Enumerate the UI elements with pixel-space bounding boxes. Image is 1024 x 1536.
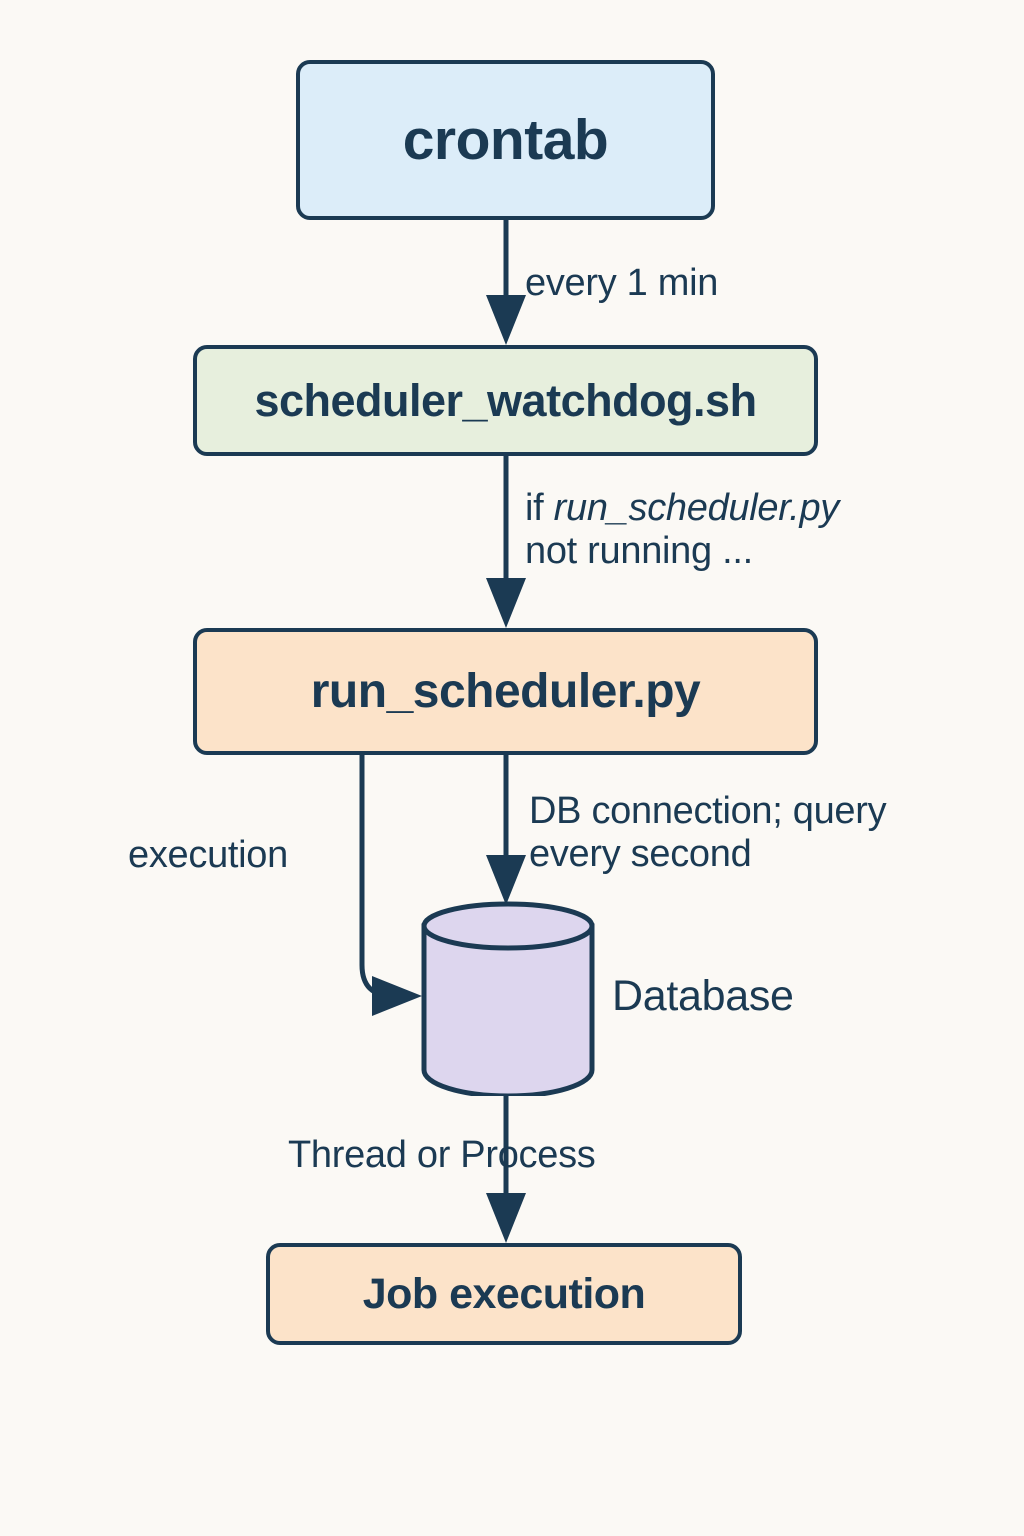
edge-label-every-1-min: every 1 min [525,262,719,304]
cylinder-top-ellipse [421,901,595,951]
node-label-database: Database [612,972,794,1020]
edge-runscheduler-to-database-execution [359,755,422,1016]
edge-label-if-script-name: run_scheduler.py [553,487,840,529]
database-cylinder [418,900,598,1099]
node-run-scheduler[interactable]: run_scheduler.py [193,628,818,755]
node-crontab[interactable]: crontab [296,60,715,220]
cylinder-body [421,923,595,1099]
node-job-execution[interactable]: Job execution [266,1243,742,1345]
node-scheduler-watchdog[interactable]: scheduler_watchdog.sh [193,345,818,456]
edge-label-thread-or-process: Thread or Process [288,1134,596,1176]
edge-label-execution: execution [128,834,288,876]
edge-label-if-suffix: not running ... [525,529,753,572]
edge-label-db-connection: DB connection; query every second [529,790,887,875]
edge-label-if-prefix: if [525,487,554,529]
